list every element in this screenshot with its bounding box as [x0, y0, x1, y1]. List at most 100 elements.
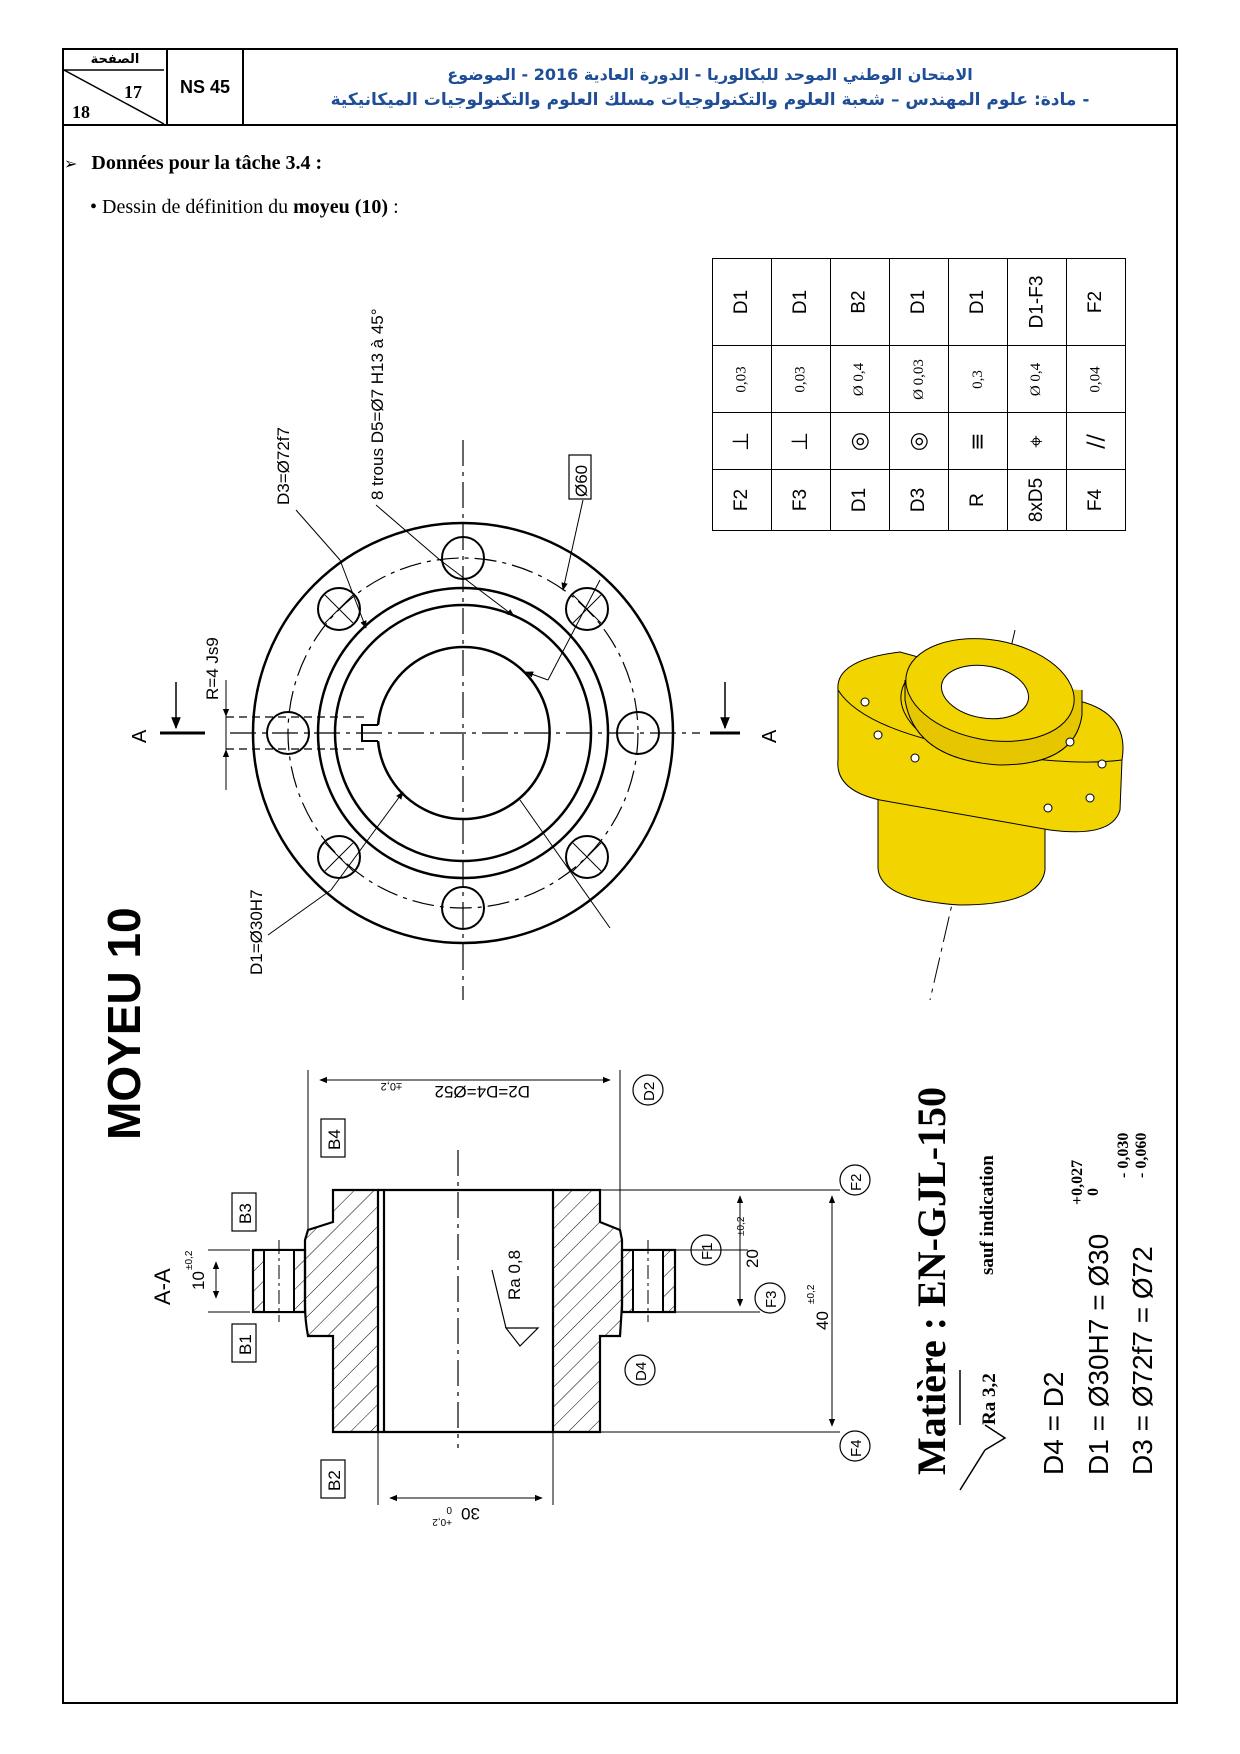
- roughness-general: Ra 3,2: [979, 1373, 1000, 1425]
- position-icon: ⌖: [1007, 412, 1067, 470]
- ref-b2: B2: [320, 1459, 346, 1499]
- drawing-title: MOYEU 10: [98, 907, 150, 1140]
- isometric-part: [837, 629, 1124, 1001]
- roughness-bore: Ra 0,8: [505, 1250, 524, 1300]
- dim-30: 30: [461, 1504, 480, 1523]
- ref-f2: F2: [839, 1164, 871, 1196]
- dim-20-tol: ±0,2: [736, 1216, 747, 1236]
- drawing-subtitle: • Dessin de définition du moyeu (10) :: [90, 196, 399, 219]
- feature-cell: 8xD5: [1007, 469, 1067, 531]
- feature-cell: F3: [771, 469, 831, 531]
- dim-20: 20: [743, 1249, 762, 1268]
- feature-cell: D1: [830, 469, 890, 531]
- datum-cell: D1: [889, 258, 949, 346]
- feature-cell: F4: [1066, 469, 1126, 531]
- svg-text:F1: F1: [699, 1242, 716, 1260]
- exam-header: الصفحة 17 18 NS 45 الامتحان الوطني الموح…: [62, 48, 1178, 126]
- bolt-holes: [266, 536, 660, 930]
- concentricity-icon: ◎: [830, 412, 890, 470]
- dim-30-tol-up: 0: [446, 1504, 452, 1515]
- pages-label: الصفحة: [90, 52, 140, 67]
- equation-d3: D3 = Ø72f7 = Ø72: [1127, 1246, 1158, 1475]
- dim-30-tol-low: +0,2: [432, 1516, 452, 1527]
- label-holes: 8 trous D5=Ø7 H13 à 45°: [368, 308, 387, 500]
- label-pcd: Ø60: [572, 465, 591, 497]
- section-mark-right: A: [759, 729, 781, 743]
- title-line-1: الامتحان الوطني الموحد للبكالوريا - الدو…: [447, 64, 973, 84]
- value-row: 0,03 0,03 Ø 0,4 Ø 0,03 0,3 Ø 0,4 0,04: [712, 345, 1126, 413]
- equation-d3-sub: - 0,060: [1133, 1133, 1150, 1178]
- ref-b1: B1: [231, 1323, 257, 1363]
- datum-cell: F2: [1066, 258, 1126, 346]
- material-label: Matière : EN-GJL-150: [909, 1087, 954, 1475]
- ref-d2: D2: [632, 1074, 664, 1106]
- svg-text:D4: D4: [633, 1362, 650, 1381]
- datum-cell: D1-F3: [1007, 258, 1067, 346]
- dim-40-tol: ±0,2: [806, 1284, 817, 1304]
- exam-title: الامتحان الوطني الموحد للبكالوريا - الدو…: [244, 50, 1176, 124]
- section-title: A-A: [150, 1268, 175, 1305]
- page-current: 17: [124, 82, 142, 102]
- ref-b4: B4: [320, 1118, 346, 1158]
- feature-cell: F2: [712, 469, 772, 531]
- ref-b3: B3: [231, 1192, 257, 1232]
- ref-f1: F1: [690, 1234, 722, 1266]
- equation-d1-sub: 0: [1085, 1188, 1102, 1196]
- perpendicularity-icon: ⊥: [771, 412, 831, 470]
- datum-cell: B2: [830, 258, 890, 346]
- dim-d2-tol: ±0,2: [381, 1080, 402, 1092]
- svg-text:B1: B1: [236, 1334, 255, 1355]
- ref-f4: F4: [839, 1430, 871, 1462]
- label-keyway: R=4 Js9: [203, 637, 222, 700]
- concentricity-icon: ◎: [889, 412, 949, 470]
- value-cell: Ø 0,4: [830, 345, 890, 413]
- value-cell: 0,3: [948, 345, 1008, 413]
- feature-cell: R: [948, 469, 1008, 531]
- dim-10-tol: ±0,2: [184, 1250, 195, 1270]
- equation-d1: D1 = Ø30H7 = Ø30: [1083, 1234, 1114, 1475]
- datum-cell: D1: [712, 258, 772, 346]
- svg-text:F4: F4: [848, 1439, 865, 1457]
- svg-text:B4: B4: [325, 1129, 344, 1150]
- roughness-note: sauf indication: [977, 1155, 998, 1275]
- datum-cell: D1: [948, 258, 1008, 346]
- svg-text:F2: F2: [848, 1173, 865, 1191]
- subtitle-suffix: :: [388, 196, 399, 218]
- equation-d1-sup: +0,027: [1069, 1160, 1086, 1205]
- exam-code: NS 45: [168, 50, 244, 124]
- dim-10: 10: [189, 1271, 208, 1290]
- svg-text:B2: B2: [325, 1470, 344, 1491]
- equation-d4: D4 = D2: [1038, 1372, 1069, 1476]
- datum-row: D1 D1 B2 D1 D1 D1-F3 F2: [712, 258, 1126, 346]
- bullet-icon: •: [90, 196, 98, 218]
- datum-cell: D1: [771, 258, 831, 346]
- arrow-bullet-icon: ➢: [64, 154, 78, 173]
- svg-text:D2: D2: [641, 1082, 658, 1101]
- feature-row: F2 F3 D1 D3 R 8xD5 F4: [712, 469, 1126, 531]
- value-cell: 0,03: [712, 345, 772, 413]
- value-cell: 0,03: [771, 345, 831, 413]
- tolerance-table: D1 D1 B2 D1 D1 D1-F3 F2 0,03 0,03 Ø 0,4 …: [712, 258, 1126, 531]
- parallelism-icon: //: [1066, 412, 1126, 470]
- section-view: A-A D2=D4=Ø52 ±0,2 10 ±0,2 20 ±: [150, 1070, 871, 1527]
- svg-text:B3: B3: [236, 1203, 255, 1224]
- page-box-diagonal: [64, 69, 165, 124]
- section-mark-left: A: [129, 729, 151, 743]
- task-label: Données pour la tâche 3.4 :: [91, 152, 323, 174]
- dim-40: 40: [813, 1311, 832, 1330]
- symmetry-icon: ≡: [948, 412, 1008, 470]
- label-d3: D3=Ø72f7: [274, 427, 293, 505]
- title-line-2: - مادة: علوم المهندس – شعبة العلوم والتك…: [330, 89, 1090, 110]
- subtitle-part: moyeu (10): [293, 196, 389, 218]
- value-cell: Ø 0,4: [1007, 345, 1067, 413]
- page-total: 18: [72, 102, 90, 122]
- feature-cell: D3: [889, 469, 949, 531]
- equation-d3-sup: - 0,030: [1115, 1133, 1132, 1178]
- task-heading: ➢ Données pour la tâche 3.4 :: [64, 152, 322, 175]
- ref-f3: F3: [754, 1282, 786, 1314]
- ref-d4: D4: [624, 1354, 656, 1386]
- value-cell: Ø 0,03: [889, 345, 949, 413]
- subtitle-prefix: Dessin de définition du: [102, 196, 294, 218]
- perpendicularity-icon: ⊥: [712, 412, 772, 470]
